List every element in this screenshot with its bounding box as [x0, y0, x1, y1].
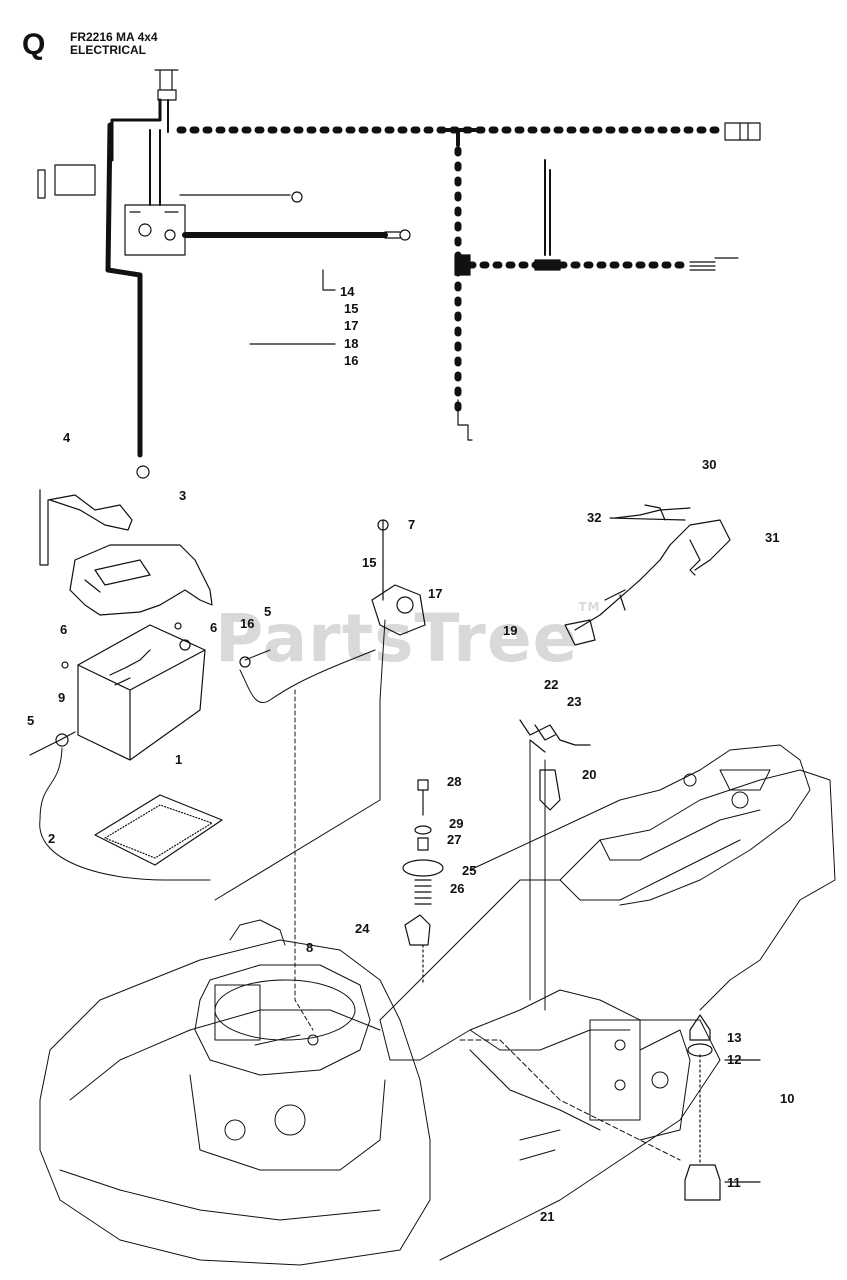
- leader-32: [609, 517, 686, 521]
- callout-31: 31: [765, 530, 780, 545]
- callout-10: 10: [780, 1091, 795, 1106]
- callout-14: 14: [340, 284, 355, 299]
- callout-3: 3: [179, 488, 187, 503]
- callout-9: 9: [58, 690, 66, 705]
- callout-27: 27: [447, 832, 462, 847]
- callout-32: 32: [587, 510, 602, 525]
- callout-6-left: 6: [60, 622, 68, 637]
- section-letter: Q: [22, 28, 46, 61]
- section-title: ELECTRICAL: [70, 43, 146, 57]
- battery-mat: [94, 794, 223, 866]
- callout-26: 26: [450, 881, 465, 896]
- starter-solenoid: [214, 519, 426, 901]
- switch-stack: [402, 779, 444, 986]
- callout-17: 17: [344, 318, 359, 333]
- callout-24: 24: [355, 921, 370, 936]
- callout-25: 25: [462, 863, 477, 878]
- callout-12: 12: [727, 1052, 742, 1067]
- callout-13: 13: [727, 1030, 742, 1045]
- battery: [61, 622, 206, 761]
- isolator-mounts: [684, 1014, 761, 1201]
- callout-29: 29: [449, 816, 464, 831]
- leader-14: [322, 269, 336, 291]
- connector-22: [519, 719, 591, 1011]
- wire-module: [564, 504, 731, 646]
- callout-2: 2: [48, 831, 56, 846]
- callout-18: 18: [344, 336, 359, 351]
- battery-bolt: [29, 731, 76, 756]
- callout-5-left: 5: [27, 713, 35, 728]
- callout-23: 23: [567, 694, 582, 709]
- callout-16-cable: 16: [240, 616, 255, 631]
- callout-16: 16: [344, 353, 359, 368]
- positive-cable: [239, 649, 376, 703]
- callout-5-top: 5: [264, 604, 272, 619]
- callout-20: 20: [582, 767, 597, 782]
- tractor-chassis: [39, 689, 836, 1266]
- callout-21: 21: [540, 1209, 555, 1224]
- callout-4: 4: [63, 430, 71, 445]
- callout-17-solenoid: 17: [428, 586, 443, 601]
- model-title: FR2216 MA 4x4: [70, 30, 158, 44]
- callout-11: 11: [727, 1175, 741, 1190]
- wiring-harness: [37, 69, 761, 479]
- battery-cover: [39, 489, 213, 616]
- callout-15-solenoid: 15: [362, 555, 377, 570]
- callout-8: 8: [306, 940, 314, 955]
- negative-cable: [39, 747, 211, 881]
- callout-7: 7: [408, 517, 416, 532]
- callout-19: 19: [503, 623, 518, 638]
- callout-6-right: 6: [210, 620, 218, 635]
- callout-30: 30: [702, 457, 717, 472]
- callout-22: 22: [544, 677, 559, 692]
- callout-1: 1: [175, 752, 183, 767]
- callout-15: 15: [344, 301, 359, 316]
- callout-28: 28: [447, 774, 462, 789]
- parts-tree-watermark: PartsTreeTM: [215, 600, 601, 677]
